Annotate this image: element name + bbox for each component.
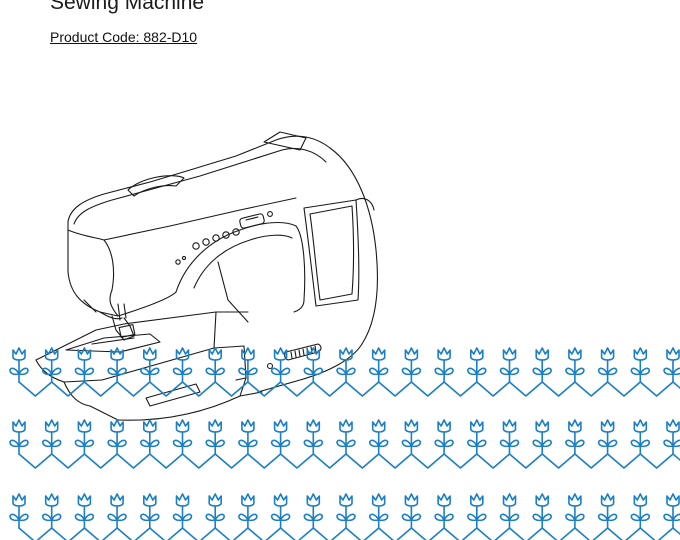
tulip-motif [107,493,151,540]
tulip-motif [663,347,680,390]
tulip-motif [74,347,118,397]
tulip-motif [663,419,680,462]
tulip-motif [205,419,249,469]
tulip-motif [238,347,282,397]
tulip-motif [565,493,609,540]
tulip-motif [41,347,86,397]
tulip-motif [303,493,347,540]
tulip-motif [467,493,511,540]
tulip-motif [532,347,576,397]
tulip-motif [499,419,543,469]
tulip-motif [140,493,184,540]
tulip-motif [140,419,184,469]
tulip-motif [532,493,576,540]
tulip-motif [597,347,642,397]
tulip-motif [172,493,216,540]
tulip-motif [434,347,478,397]
tulip-motif [336,347,380,397]
tulip-motif [107,419,151,469]
tulip-motif [467,419,511,469]
tulip-motif [336,493,380,540]
tulip-motif [270,493,315,540]
tulip-motif [9,493,53,540]
tulip-motif [41,493,86,540]
tulip-motif [41,419,86,469]
tulip-motif [499,493,543,540]
tulip-chevron-pattern [9,347,680,540]
tulip-motif [401,419,445,469]
tulip-motif [368,493,413,540]
tulip-motif [270,419,315,469]
tulip-motif [630,347,674,397]
tulip-motif [205,347,249,397]
tulip-motif [74,419,118,469]
tulip-motif [205,493,249,540]
tulip-motif [630,419,674,469]
tulip-motif [434,493,478,540]
tulip-motif [336,419,380,469]
tulip-motif [565,419,609,469]
tulip-motif [368,347,413,397]
tulip-motif [303,419,347,469]
tulip-motif [238,419,282,469]
tulip-motif [499,347,543,397]
tulip-motif [74,493,118,540]
tulip-motif [9,419,53,469]
tulip-motif [630,493,674,540]
tulip-motif [434,419,478,469]
tulip-motif [401,347,445,397]
tulip-motif [368,419,413,469]
tulip-motif [663,493,680,536]
tulip-motif [467,347,511,397]
tulip-motif [107,347,151,397]
tulip-motif [172,419,216,469]
tulip-motif [270,347,315,397]
document-title: Sewing Machine [50,0,205,14]
tulip-motif [597,419,642,469]
tulip-motif [565,347,609,397]
tulip-motif [303,347,347,397]
tulip-motif [9,347,53,397]
tulip-motif [532,419,576,469]
tulip-motif [140,347,184,397]
tulip-motif [238,493,282,540]
product-code: Product Code: 882-D10 [50,29,198,45]
tulip-motif [401,493,445,540]
tulip-motif [172,347,216,397]
tulip-motif [597,493,642,540]
